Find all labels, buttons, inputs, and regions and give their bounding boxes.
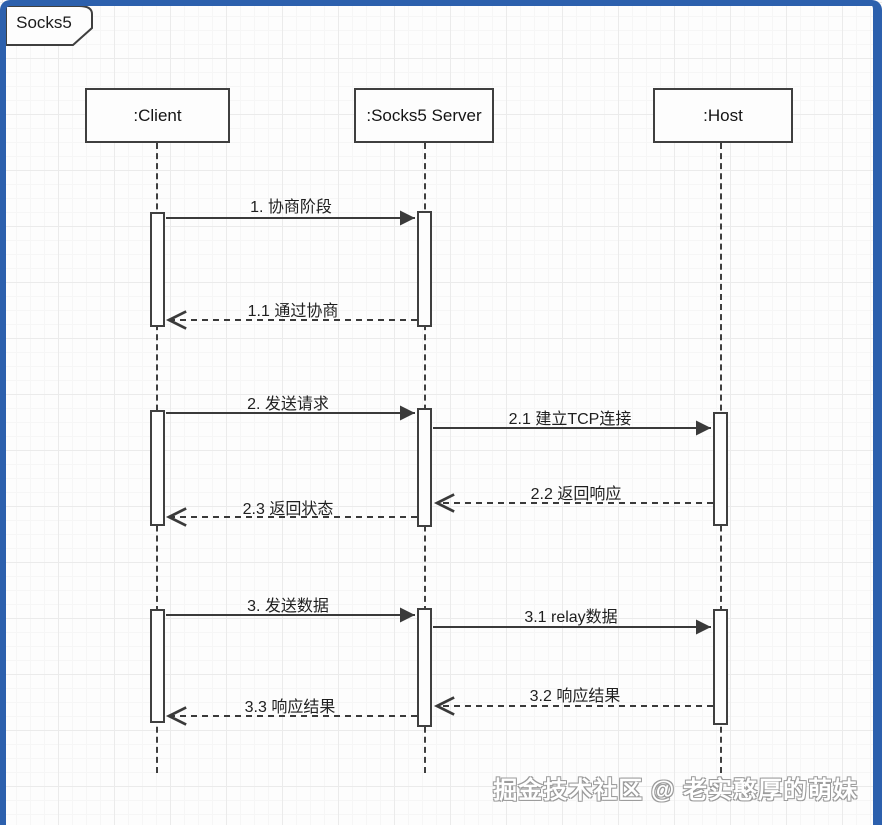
message-label-2-3: 2.3 返回状态 xyxy=(242,501,334,518)
message-label-3-2: 3.2 响应结果 xyxy=(529,688,621,705)
participant-socks5-server-label: :Socks5 Server xyxy=(366,105,482,125)
participant-client-label: :Client xyxy=(133,105,182,125)
activation-server-3 xyxy=(417,608,432,727)
message-label-3-3: 3.3 响应结果 xyxy=(244,699,336,716)
frame-tab-shape xyxy=(5,5,93,46)
frame-title: Socks5 xyxy=(16,13,72,32)
activation-host-2 xyxy=(713,412,728,526)
activation-client-2 xyxy=(150,410,165,526)
watermark: 掘金技术社区 @ 老实憨厚的萌妹 xyxy=(493,777,858,804)
message-label-2-2: 2.2 返回响应 xyxy=(530,486,622,503)
activation-client-3 xyxy=(150,609,165,723)
message-label-3-1: 3.1 relay数据 xyxy=(524,609,618,626)
activation-host-3 xyxy=(713,609,728,725)
frame-title-tab xyxy=(5,5,93,46)
message-label-1-1: 1.1 通过协商 xyxy=(247,303,339,320)
message-label-2-1: 2.1 建立TCP连接 xyxy=(508,411,632,428)
message-label-1: 1. 协商阶段 xyxy=(250,199,332,216)
participant-socks5-server: :Socks5 Server xyxy=(354,88,494,143)
message-label-2: 2. 发送请求 xyxy=(247,396,329,413)
message-label-3: 3. 发送数据 xyxy=(247,598,329,615)
activation-client-1 xyxy=(150,212,165,327)
participant-client: :Client xyxy=(85,88,230,143)
activation-server-1 xyxy=(417,211,432,327)
participant-host: :Host xyxy=(653,88,793,143)
participant-host-label: :Host xyxy=(703,105,743,125)
activation-server-2 xyxy=(417,408,432,527)
